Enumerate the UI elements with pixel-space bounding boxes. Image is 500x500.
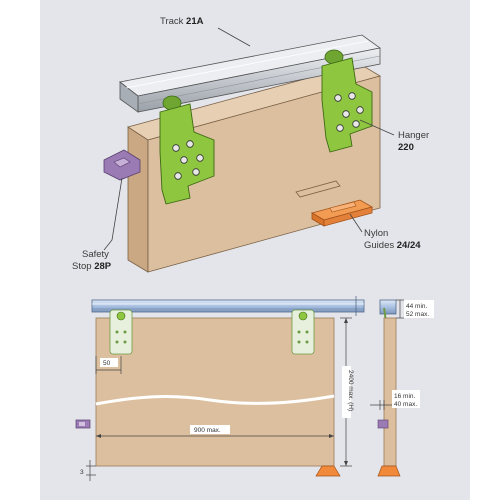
- safety-label-line2: Stop 28P: [72, 261, 112, 272]
- hanger-leader-line: [359, 119, 395, 136]
- nylon-guide: [310, 199, 374, 227]
- svg-text:40 max.: 40 max.: [394, 401, 417, 408]
- svg-text:52 max.: 52 max.: [406, 311, 429, 318]
- svg-text:44 min.: 44 min.: [406, 303, 428, 310]
- hanger-label: Hanger: [398, 130, 429, 141]
- svg-text:2400 max. (H): 2400 max. (H): [347, 370, 354, 411]
- dim-50: 50: [95, 356, 122, 374]
- hanger-front-right: [291, 309, 315, 355]
- door-side-face: [127, 126, 149, 273]
- svg-text:50: 50: [103, 360, 111, 367]
- nylon-leader-line: [349, 213, 363, 233]
- nylon-label-line1: Nylon: [364, 228, 388, 239]
- dim-2400: 2400 max. (H): [340, 317, 354, 467]
- svg-text:16 min.: 16 min.: [394, 393, 416, 400]
- track-label: Track 21A: [160, 16, 204, 27]
- side-elevation: [377, 299, 401, 477]
- hanger-left: [159, 95, 215, 205]
- safety-stop-front: [75, 419, 91, 429]
- safety-leader-line: [103, 177, 123, 251]
- nylon-label-line2: Guides 24/24: [364, 240, 421, 251]
- safety-stop: [103, 149, 141, 181]
- track-leader-line: [217, 27, 251, 47]
- door-break-wave: [95, 394, 335, 406]
- hanger-front-left: [109, 309, 133, 355]
- svg-text:900 max.: 900 max.: [194, 427, 221, 434]
- dim-3: 3: [80, 460, 96, 481]
- hanger-code: 220: [398, 142, 414, 153]
- door-groove: [295, 180, 341, 198]
- nylon-guide-front: [315, 465, 341, 477]
- front-elevation: 50 900 max. 2400 max. (H) 3: [75, 296, 434, 481]
- track-21a: [119, 34, 381, 113]
- safety-label-line1: Safety: [82, 249, 109, 260]
- isometric-view: Track 21A Hanger 220 Nylon Guides 24/24 …: [72, 16, 429, 273]
- dim-track-height: 44 min. 52 max.: [396, 299, 434, 319]
- track-front: [91, 296, 365, 316]
- svg-text:3: 3: [80, 469, 84, 476]
- dim-900: 900 max.: [96, 425, 334, 438]
- hanger-right: [321, 49, 373, 153]
- dim-side-gap: 16 min. 40 max.: [370, 390, 420, 410]
